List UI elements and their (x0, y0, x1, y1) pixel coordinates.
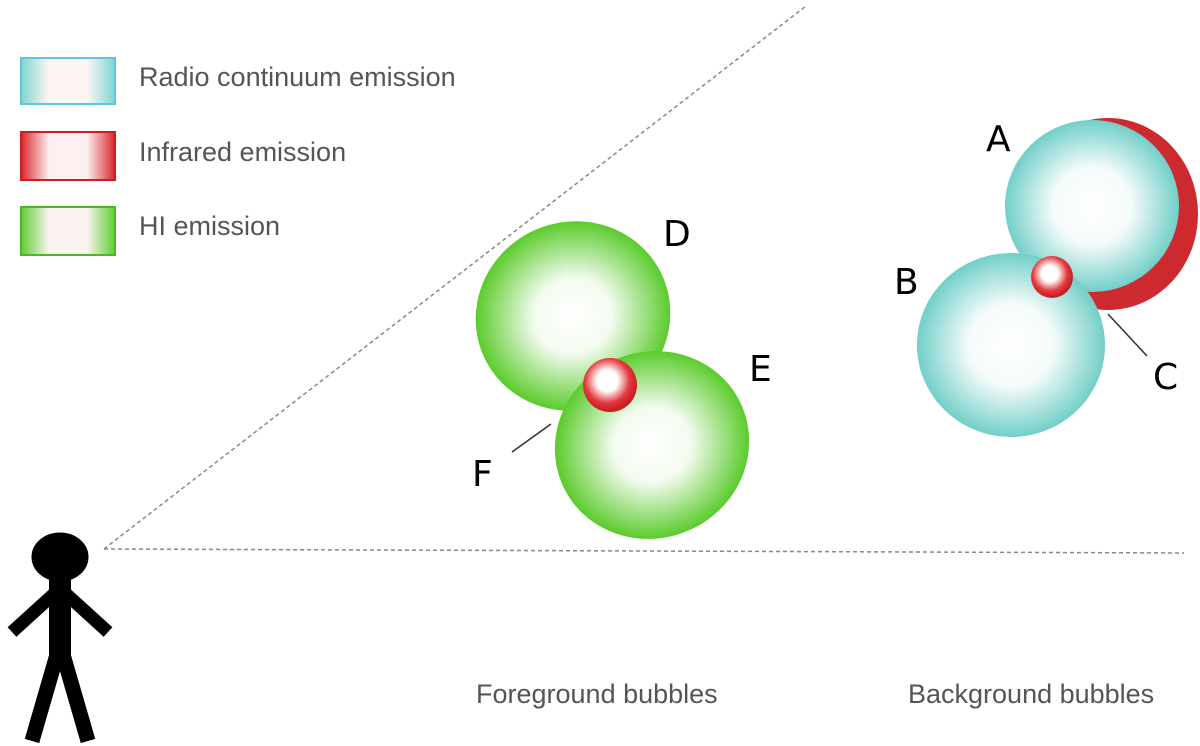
label-f: F (472, 454, 493, 495)
legend-label-hi: HI emission (139, 211, 280, 241)
observer-head (31, 532, 89, 582)
label-d: D (663, 214, 691, 255)
label-c: C (1153, 357, 1178, 398)
pointer-c (1107, 313, 1148, 357)
legend-item-infrared: Infrared emission (20, 131, 346, 181)
legend-label-infrared: Infrared emission (139, 137, 346, 167)
foreground-bubbles (475, 221, 750, 539)
hi-swatch (20, 206, 116, 256)
bubble-b (917, 253, 1105, 437)
observer-right-arm (59, 587, 113, 637)
label-b: B (894, 262, 919, 303)
observer-figure (7, 532, 113, 744)
label-a: A (986, 119, 1011, 160)
legend: Radio continuum emission Infrared emissi… (20, 57, 456, 256)
infrared-source-f (583, 358, 637, 412)
legend-item-hi: HI emission (20, 206, 280, 256)
upper-sightline (103, 5, 807, 550)
legend-item-radio: Radio continuum emission (20, 57, 456, 105)
bubble-a (1005, 120, 1179, 292)
legend-label-radio: Radio continuum emission (139, 62, 456, 92)
radio-swatch (20, 57, 116, 105)
pointer-f (511, 423, 552, 453)
infrared-source-c (1031, 256, 1073, 298)
label-e: E (749, 349, 772, 390)
caption-foreground: Foreground bubbles (476, 679, 718, 709)
lower-sightline (103, 548, 1185, 554)
infrared-swatch (20, 131, 116, 181)
observer-left-arm (7, 587, 61, 637)
caption-background: Background bubbles (908, 679, 1154, 709)
observer-left-leg (24, 655, 64, 744)
background-bubbles (917, 118, 1198, 437)
observer-right-leg (56, 655, 96, 744)
